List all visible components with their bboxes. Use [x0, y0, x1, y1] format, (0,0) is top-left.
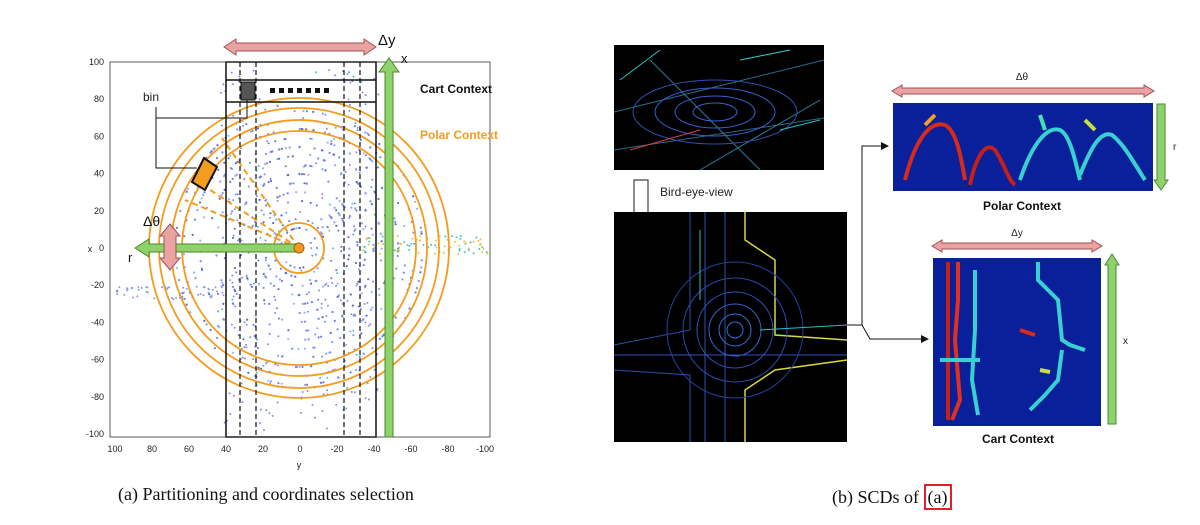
x-arrow-b: [1104, 253, 1120, 425]
caption-b-prefix: (b) SCDs of: [832, 487, 924, 507]
cart-context-label: Cart Context: [420, 82, 492, 96]
bird-eye-view-label: Bird-eye-view: [660, 185, 733, 199]
polar-bin: [190, 156, 219, 192]
caption-a: (a) Partitioning and coordinates selecti…: [118, 484, 414, 504]
y-tick-label: 100: [89, 57, 104, 67]
r-arrow-b: [1153, 103, 1169, 191]
delta-y-label: Δy: [378, 32, 396, 49]
x-tick-label: -60: [404, 444, 417, 454]
x-tick-label: 0: [297, 444, 302, 454]
y-tick-label: -100: [86, 429, 104, 439]
delta-y-label-b: Δy: [1011, 228, 1023, 239]
x-tick-label: -100: [476, 444, 494, 454]
r-label-b: r: [1173, 142, 1177, 153]
polar-sector-lines: [184, 137, 300, 249]
delta-theta-arrow: [158, 223, 182, 271]
polar-context-label: Polar Context: [420, 128, 498, 142]
y-tick-label: -60: [91, 355, 104, 365]
caption-b-reference: (a): [923, 484, 952, 510]
cart-context-title: Cart Context: [982, 432, 1054, 446]
origin-dot: [293, 242, 305, 254]
x-tick-label: 100: [107, 444, 122, 454]
x-tick-label: 20: [258, 444, 268, 454]
x-tick-label: -80: [441, 444, 454, 454]
perspective-scan-image: [613, 45, 825, 171]
y-tick-label: -20: [91, 280, 104, 290]
x-tick-label: -20: [330, 444, 343, 454]
panel-a: 100 80 60 40 20 0 -20 -40 -60 -80 -100 100 80 60 40 20…: [86, 32, 498, 470]
y-tick-label: 0: [99, 243, 104, 253]
bird-eye-view-image: [613, 212, 848, 442]
x-axis-arrow: [378, 57, 400, 438]
polar-context-image: [893, 103, 1153, 191]
polar-context-title: Polar Context: [983, 199, 1061, 213]
cart-context-image: [933, 258, 1101, 426]
x-tick-labels: 100 80 60 40 20 0 -20 -40 -60 -80 -100: [107, 444, 494, 454]
y-tick-label: -80: [91, 392, 104, 402]
y-axis-label: x: [88, 244, 93, 254]
delta-y-arrow: [223, 38, 377, 56]
delta-theta-label: Δθ: [143, 213, 160, 229]
delta-theta-arrow-b: [891, 84, 1155, 98]
caption-b: (b) SCDs of (a): [832, 484, 952, 510]
y-tick-label: 40: [94, 169, 104, 179]
y-tick-label: -40: [91, 317, 104, 327]
y-tick-label: 20: [94, 206, 104, 216]
bin-callout: [155, 100, 248, 169]
bin-label: bin: [143, 90, 159, 104]
panel-b: Bird-eye-view: [613, 45, 1177, 446]
x-label-b: x: [1123, 336, 1128, 347]
x-tick-label: 60: [184, 444, 194, 454]
r-label: r: [128, 250, 133, 265]
plot-frame: [109, 61, 491, 438]
cart-bin-dots: [270, 88, 329, 93]
y-tick-label: 60: [94, 131, 104, 141]
cart-bin: [240, 81, 256, 101]
y-tick-label: 80: [94, 94, 104, 104]
x-tick-label: -40: [367, 444, 380, 454]
connector-lines: [847, 142, 929, 343]
x-label: x: [401, 51, 408, 66]
x-axis-label: y: [297, 460, 302, 470]
delta-y-arrow-b: [931, 239, 1103, 253]
x-tick-label: 80: [147, 444, 157, 454]
x-tick-label: 40: [221, 444, 231, 454]
delta-theta-label-b: Δθ: [1016, 72, 1029, 83]
y-tick-labels: 100 80 60 40 20 0 -20 -40 -60 -80 -100: [86, 57, 104, 439]
